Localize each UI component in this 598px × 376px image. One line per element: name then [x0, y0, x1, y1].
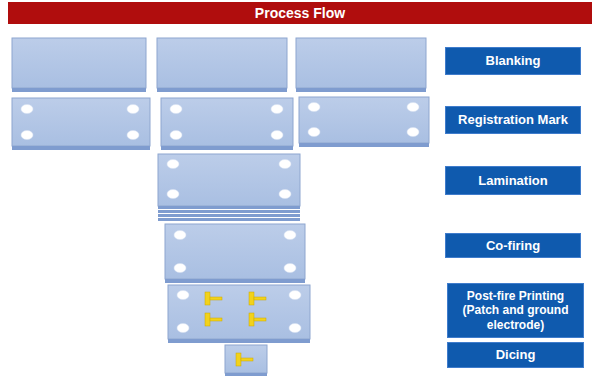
laminated-stack: [158, 154, 300, 206]
printed-substrate: [168, 285, 310, 339]
patch-electrodes: [205, 292, 266, 366]
diagram-title: Process Flow: [251, 5, 349, 21]
step-label: Lamination: [445, 166, 581, 195]
step-text: Lamination: [474, 173, 551, 189]
green-sheet: [157, 38, 287, 88]
punched-sheet: [299, 97, 429, 143]
diced-chip: [225, 345, 267, 373]
fired-substrate: [165, 224, 305, 279]
title-bar: Process Flow: [8, 2, 592, 24]
step-text: Co-firing: [482, 238, 544, 254]
punched-sheet: [12, 98, 150, 146]
step-text: Dicing: [492, 347, 540, 363]
step-label: Registration Mark: [445, 106, 581, 134]
step-label: Dicing: [447, 342, 584, 368]
registration-holes: [21, 103, 419, 333]
step-text: Blanking: [482, 53, 545, 69]
sheet-edges: [12, 88, 429, 376]
step-label: Blanking: [445, 47, 581, 75]
step-label: Co-firing: [445, 233, 581, 258]
step-label: Post-fire Printing (Patch and ground ele…: [447, 283, 584, 338]
green-sheet: [12, 38, 146, 88]
step-text: Registration Mark: [454, 112, 572, 128]
step-text: Post-fire Printing (Patch and ground ele…: [448, 289, 583, 332]
green-sheet: [296, 38, 426, 88]
punched-sheet: [161, 98, 293, 146]
